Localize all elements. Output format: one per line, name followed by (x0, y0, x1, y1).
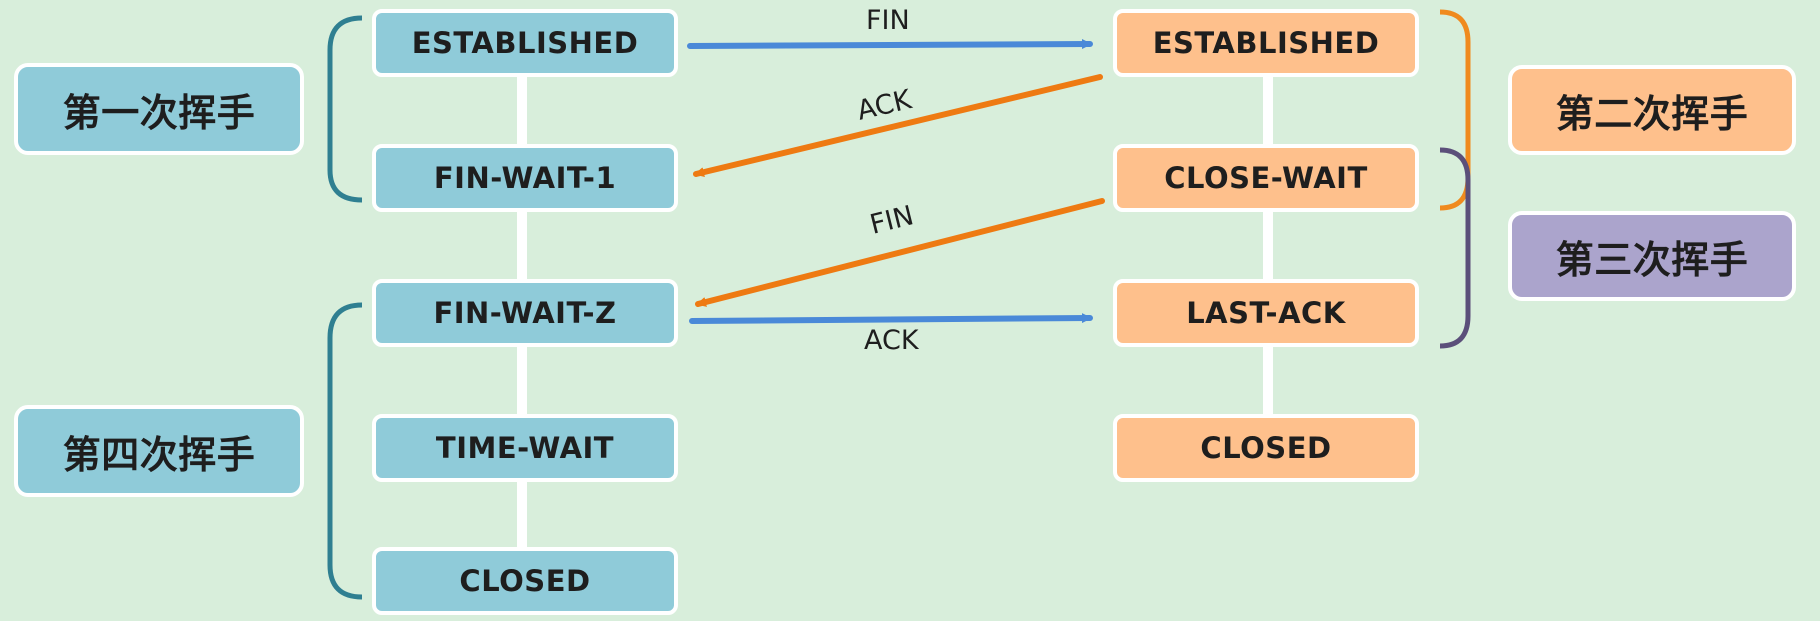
server-state-last-ack: LAST-ACK (1113, 279, 1419, 347)
phase-label-third: 第三次挥手 (1508, 211, 1796, 301)
ack-arrow-client-to-server (689, 313, 1093, 324)
server-state-established: ESTABLISHED (1113, 9, 1419, 77)
phase-label-second: 第二次挥手 (1508, 65, 1796, 155)
server-state-closed: CLOSED (1113, 414, 1419, 482)
message-label-ack-2: ACK (864, 325, 919, 356)
message-label-fin-1: FIN (866, 5, 910, 36)
phase-label-first: 第一次挥手 (14, 63, 304, 155)
ack-arrow-server-to-client (693, 74, 1103, 177)
client-state-time-wait: TIME-WAIT (372, 414, 678, 482)
fourth-phase-bracket (327, 302, 363, 600)
fin-arrow-client-to-server (687, 39, 1093, 50)
client-state-closed: CLOSED (372, 547, 678, 615)
second-phase-bracket (1439, 9, 1471, 211)
phase-label-fourth: 第四次挥手 (14, 405, 304, 497)
client-state-established: ESTABLISHED (372, 9, 678, 77)
third-phase-bracket (1439, 147, 1471, 349)
client-state-fin-wait-2: FIN-WAIT-Z (372, 279, 678, 347)
server-state-close-wait: CLOSE-WAIT (1113, 144, 1419, 212)
fin-arrow-server-to-client (695, 198, 1105, 307)
first-phase-bracket (327, 15, 363, 203)
client-state-fin-wait-1: FIN-WAIT-1 (372, 144, 678, 212)
